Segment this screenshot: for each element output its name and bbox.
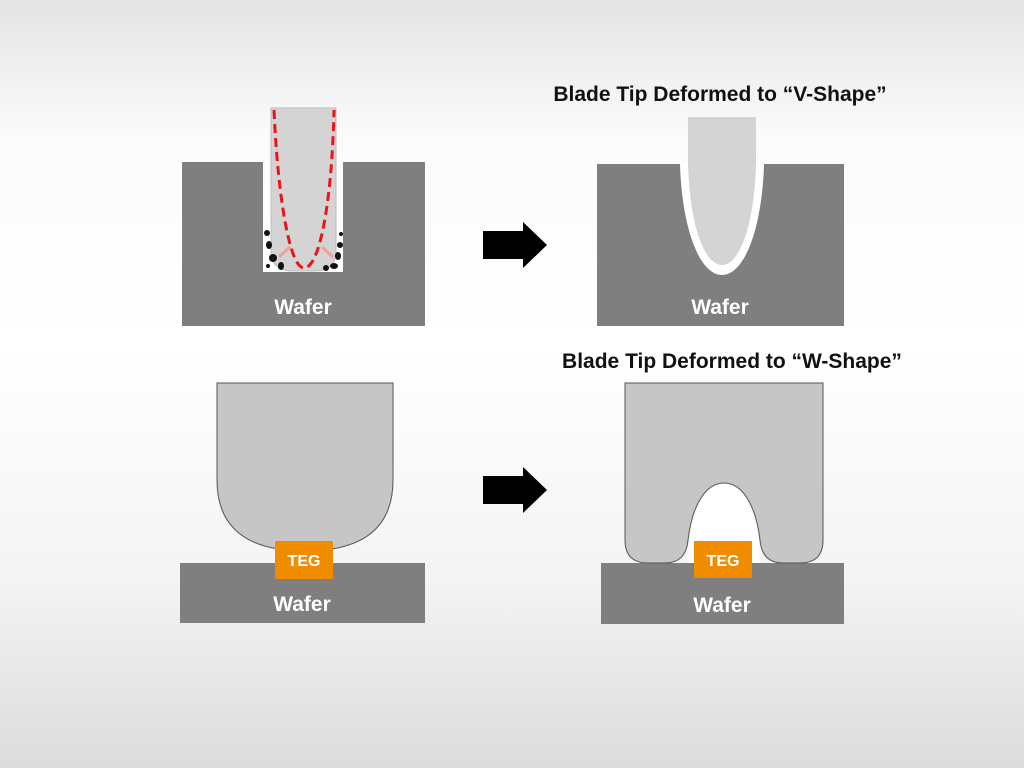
teg-pad xyxy=(694,541,752,578)
blade xyxy=(688,117,756,265)
edge-text-fragment: EG xyxy=(0,345,27,367)
wafer-label: Wafer xyxy=(273,593,331,616)
wafer-label: Wafer xyxy=(691,296,749,319)
blade xyxy=(216,382,394,552)
panel-bottom-left: TEG Wafer xyxy=(180,382,425,623)
w-shape-title: Blade Tip Deformed to “W-Shape” xyxy=(562,350,902,373)
deformation-outline xyxy=(272,109,336,270)
v-shape-title: Blade Tip Deformed to “V-Shape” xyxy=(553,83,886,106)
arrow-right-icon xyxy=(483,467,547,513)
wafer-block xyxy=(182,162,425,326)
panel-top-right: Blade Tip Deformed to “V-Shape” Wafer xyxy=(553,83,887,326)
debris-particles xyxy=(264,230,343,271)
arrow-right-icon xyxy=(483,222,547,268)
blade xyxy=(624,382,824,564)
wafer-label: Wafer xyxy=(274,296,332,319)
teg-pad xyxy=(275,541,333,579)
teg-label: TEG xyxy=(707,553,740,570)
force-arrow-right xyxy=(320,245,335,259)
panel-bottom-right: Blade Tip Deformed to “W-Shape” TEG Wafe… xyxy=(562,350,902,624)
blade xyxy=(270,107,337,272)
wafer-label: Wafer xyxy=(693,594,751,617)
teg-label: TEG xyxy=(288,553,321,570)
force-arrow-left xyxy=(277,245,292,259)
panel-top-left: Wafer xyxy=(182,107,425,326)
